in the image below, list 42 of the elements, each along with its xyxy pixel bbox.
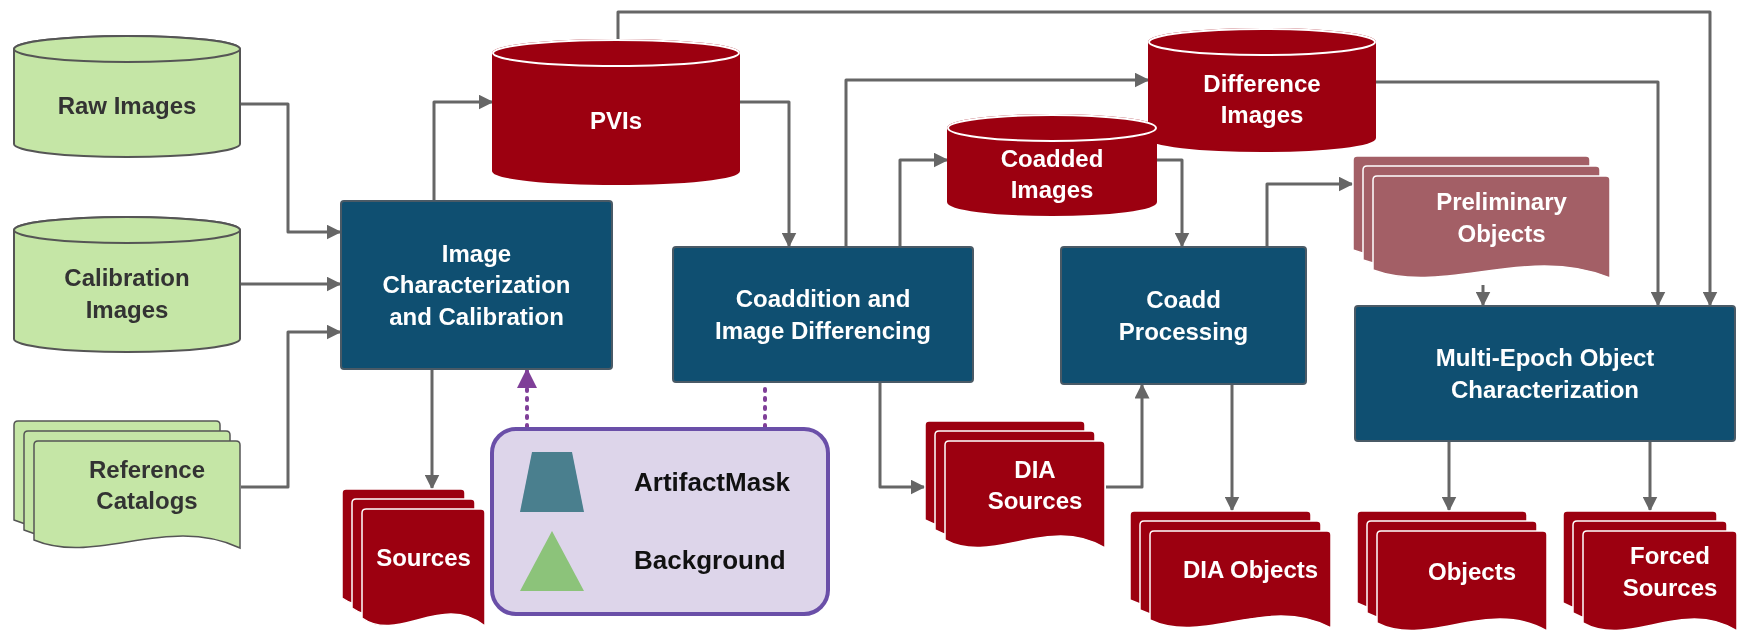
arrow — [1441, 442, 1457, 512]
arrow — [432, 94, 494, 200]
process-box — [340, 200, 613, 370]
arrow — [878, 383, 926, 495]
node-label: DIA Objects — [1182, 555, 1319, 586]
node-label: Difference Images — [1202, 68, 1322, 130]
process-box — [1060, 246, 1307, 385]
arrow — [1475, 285, 1491, 307]
arrow — [1376, 80, 1666, 307]
node-label: Calibration Images — [63, 263, 191, 325]
arrow — [241, 324, 342, 489]
arrow — [898, 152, 949, 246]
arrow — [844, 72, 1150, 246]
process-box — [1354, 305, 1736, 442]
arrow — [616, 10, 1718, 307]
node-label: Background — [634, 545, 787, 577]
arrow — [1224, 385, 1240, 512]
arrow — [424, 370, 440, 490]
node-label: Sources — [376, 543, 471, 574]
node-label: Multi-Epoch Object Characterization — [1434, 343, 1656, 405]
arrow — [517, 368, 537, 429]
node-label: Raw Images — [57, 90, 197, 121]
arrow — [1265, 176, 1354, 246]
node-label: Image Characterization and Calibration — [381, 239, 572, 332]
node-label: Coadd Processing — [1117, 285, 1250, 347]
node-label: PVIs — [590, 106, 642, 137]
node-label: Objects — [1428, 556, 1516, 587]
node-label: Reference Catalogs — [87, 454, 207, 516]
arrow — [1106, 383, 1150, 489]
node-label: Coaddition and Image Differencing — [713, 284, 932, 346]
node-label: Preliminary Objects — [1435, 187, 1568, 249]
node-label: Forced Sources — [1621, 541, 1719, 603]
node-label: ArtifactMask — [634, 466, 792, 498]
arrow — [241, 102, 342, 240]
arrow — [241, 276, 342, 292]
process-box — [672, 246, 974, 383]
arrow — [1642, 442, 1658, 512]
arrow — [740, 100, 797, 248]
legend-panel — [490, 427, 830, 616]
node-label: Coadded Images — [999, 143, 1105, 205]
node-label: DIA Sources — [986, 454, 1084, 516]
arrow — [1157, 158, 1190, 248]
